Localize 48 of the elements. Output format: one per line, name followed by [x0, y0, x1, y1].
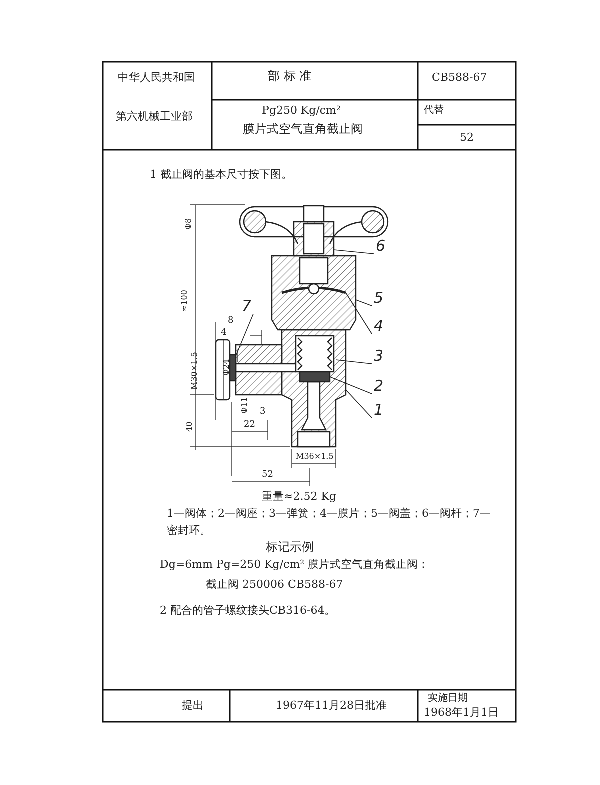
leader-line — [346, 292, 372, 334]
replaces-label: 代替 — [424, 105, 444, 117]
dimension-label: 52 — [262, 470, 274, 481]
dimension-label: 8 — [228, 316, 234, 327]
dimension-label: Φ24 — [222, 359, 232, 376]
dimension-label: 40 — [185, 422, 195, 432]
effective-date: 1968年1月1日 — [424, 706, 499, 720]
dimension-label: 22 — [244, 420, 256, 431]
weight-note: 重量≈2.52 Kg — [262, 490, 336, 504]
effective-date-label: 实施日期 — [428, 693, 468, 705]
leader-line — [334, 250, 374, 254]
dimension-label: M36×1.5 — [296, 452, 334, 462]
valve-title: 膜片式空气直角截止阀 — [243, 122, 363, 136]
leader-line — [330, 376, 372, 394]
leader-line — [356, 300, 372, 306]
callout-number: 6 — [374, 238, 388, 254]
pressure-rating: Pg250 Kg/cm² — [262, 104, 341, 118]
callout-number: 3 — [372, 348, 386, 364]
page-number: 52 — [460, 131, 474, 145]
dimension-label: Φ11 — [240, 397, 250, 414]
marking-example: Dg=6mm Pg=250 Kg/cm² 膜片式空气直角截止阀： — [160, 558, 430, 572]
organization-name: 第六机械工业部 — [116, 110, 193, 124]
marking-example: 截止阀 250006 CB588-67 — [206, 578, 344, 592]
callout-number: 7 — [240, 298, 254, 314]
parts-list: 1—阀体；2—阀座；3—弹簧；4—膜片；5—阀盖；6—阀杆；7—密封环。 — [167, 505, 497, 539]
standard-title: 部 标 准 — [268, 69, 312, 83]
section-heading: 1 截止阀的基本尺寸按下图。 — [150, 168, 292, 182]
dimension-label: Φ8 — [184, 218, 194, 230]
leader-line — [346, 390, 372, 418]
callout-number: 4 — [372, 318, 386, 334]
callout-number: 2 — [372, 378, 386, 394]
organization-name: 中华人民共和国 — [118, 71, 195, 85]
leader-line — [236, 314, 254, 356]
example-heading: 标记示例 — [266, 540, 314, 554]
leader-line — [336, 360, 372, 364]
dimension-label: ≈100 — [180, 290, 190, 312]
valve-bonnet-drawing — [271, 255, 357, 331]
note-text: 2 配合的管子螺纹接头CB316-64。 — [160, 604, 336, 618]
valve-body-drawing — [215, 329, 347, 448]
dimension-label: 3 — [260, 407, 266, 418]
submitted-label: 提出 — [182, 699, 204, 713]
valve-stem-drawing — [293, 221, 335, 257]
dimension-label: 4 — [221, 328, 227, 339]
approval-date: 1967年11月28日批准 — [276, 699, 387, 713]
dimension-label: M30×1.5 — [190, 352, 200, 390]
callout-number: 5 — [372, 290, 386, 306]
standard-number: CB588-67 — [432, 71, 488, 85]
callout-number: 1 — [372, 402, 386, 418]
